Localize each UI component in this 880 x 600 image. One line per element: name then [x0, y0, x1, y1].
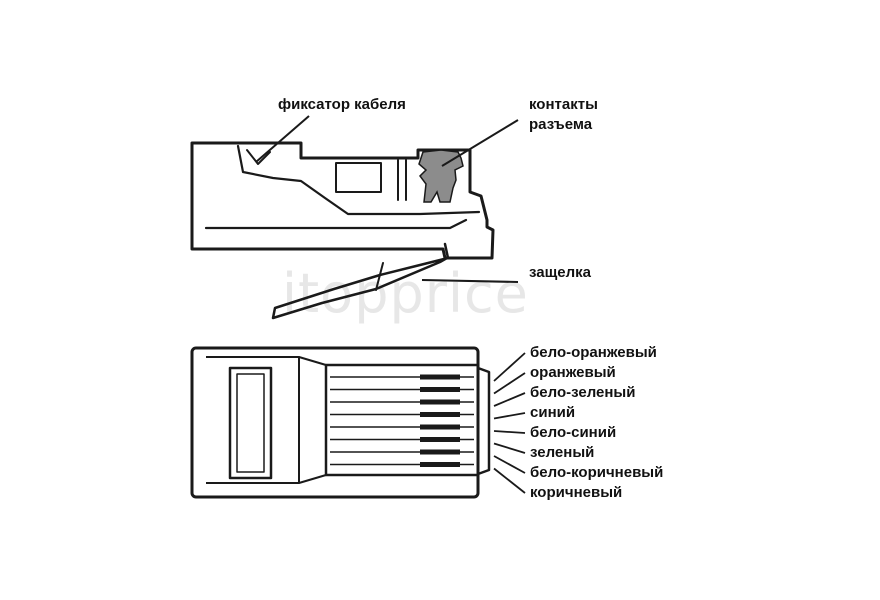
- contact-bar: [420, 437, 460, 442]
- contact-pin-icon: [418, 149, 464, 203]
- wire-label: коричневый: [530, 484, 623, 501]
- side-body-outline: [190, 141, 495, 260]
- contact-bar: [420, 387, 460, 392]
- cable-retainer-shape: [236, 144, 481, 216]
- front-inner-frame: [206, 356, 327, 484]
- contacts-label-line1: контакты: [529, 96, 598, 113]
- wire-label: бело-оранжевый: [530, 344, 657, 361]
- front-view: [190, 346, 491, 499]
- contact-bar: [420, 399, 460, 405]
- contact-face: [324, 363, 480, 477]
- wire-leader-line: [493, 352, 526, 382]
- latch-notch: [375, 262, 384, 291]
- wire-leader-line: [493, 412, 526, 420]
- front-slot-inner: [236, 373, 265, 473]
- wire-leader-line: [493, 467, 526, 494]
- wire-label: бело-синий: [530, 424, 617, 441]
- side-inner-line: [204, 218, 468, 230]
- contact-rows: [330, 374, 474, 467]
- wire-leader-line: [493, 442, 526, 454]
- wire-label: бело-коричневый: [530, 464, 664, 481]
- side-view: [190, 141, 495, 320]
- contact-bar: [420, 449, 460, 455]
- contact-bar: [420, 462, 460, 467]
- wire-label: синий: [530, 404, 576, 421]
- cable-retainer-label: фиксатор кабеля: [278, 96, 406, 113]
- side-leaders: [255, 115, 519, 283]
- wire-leader-line: [493, 392, 526, 407]
- wire-leader-line: [493, 372, 526, 395]
- wire-label: зеленый: [530, 444, 595, 461]
- wire-leader-line: [493, 430, 526, 434]
- contact-bar: [420, 424, 460, 430]
- front-right-edge: [477, 366, 491, 476]
- latch-shape: [271, 242, 450, 320]
- wire-leaders: [493, 352, 526, 494]
- wire-leader-line: [493, 455, 526, 474]
- side-window: [335, 162, 382, 193]
- contacts-label-line2: разъема: [529, 116, 593, 133]
- latch-label: защелка: [529, 264, 591, 281]
- wire-label: бело-зеленый: [530, 384, 636, 401]
- leader-contacts: [441, 119, 519, 167]
- wire-label: оранжевый: [530, 364, 616, 381]
- cable-retainer-triangle: [246, 149, 271, 165]
- front-slot: [228, 366, 273, 480]
- contact-bar: [420, 374, 460, 380]
- leader-cable-retainer: [255, 115, 310, 163]
- leader-latch: [421, 279, 519, 283]
- contact-bar: [420, 412, 460, 417]
